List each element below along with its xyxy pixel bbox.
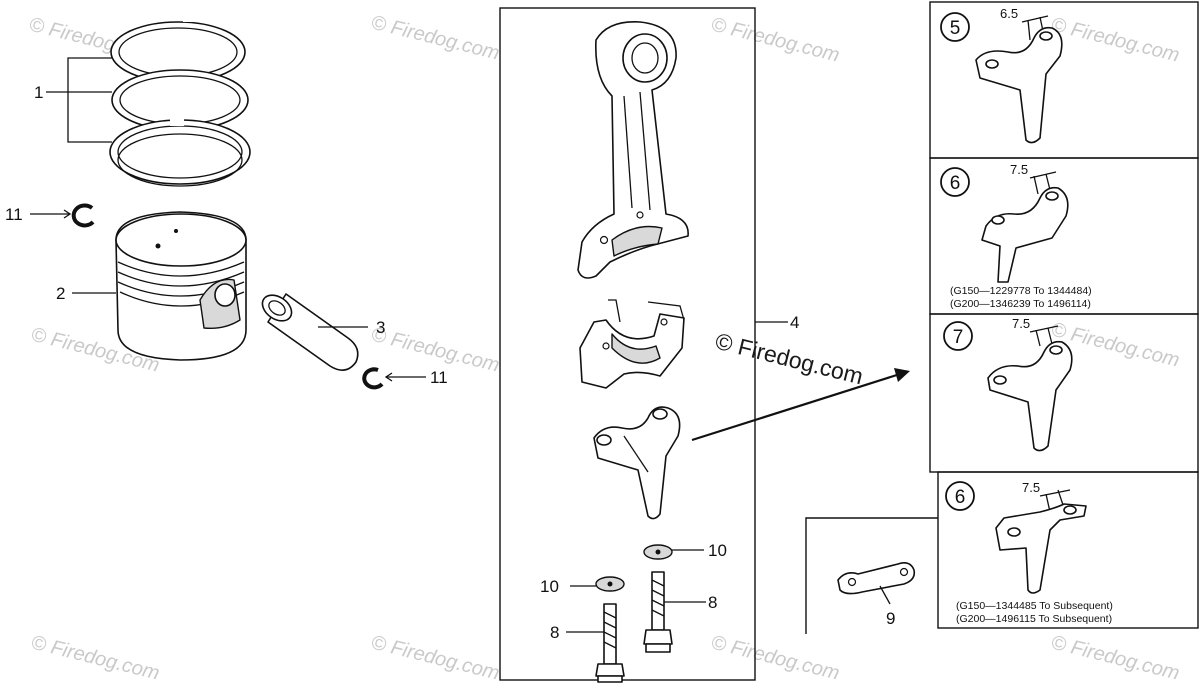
big-end-cap xyxy=(579,299,685,389)
lock-washer-left xyxy=(595,576,625,592)
variant-note-2-line-2: (G200—1346239 To 1496114) xyxy=(950,298,1091,310)
center-watermark: © Firedog.com xyxy=(713,328,866,390)
variant-dimension-3: 7.5 xyxy=(1012,316,1030,331)
watermark-text: © Firedog.com xyxy=(709,14,842,67)
watermark-text: © Firedog.com xyxy=(369,12,502,65)
piston-pin xyxy=(261,293,359,371)
variant-note-4-line-1: (G150—1344485 To Subsequent) xyxy=(956,600,1113,612)
watermark-text: © Firedog.com xyxy=(709,632,842,685)
piston xyxy=(115,211,247,361)
callout-8-left: 8 xyxy=(550,623,559,642)
lock-plate xyxy=(837,562,916,595)
variant-dimension-1: 6.5 xyxy=(1000,6,1018,21)
piston-rings xyxy=(109,14,251,187)
variant-panel-1: 5 6.5 xyxy=(929,1,1199,159)
bolt-right xyxy=(643,571,673,653)
oil-dipper xyxy=(593,406,681,520)
variant-badge-1: 5 xyxy=(950,18,961,39)
variant-badge-3: 7 xyxy=(953,327,964,348)
variant-badge-4: 6 xyxy=(955,487,966,508)
callout-11-right: 11 xyxy=(430,368,448,387)
lock-plate-frame xyxy=(805,517,938,634)
callout-2: 2 xyxy=(56,284,65,303)
callout-4: 4 xyxy=(790,313,799,332)
variant-badge-2: 6 xyxy=(950,173,961,194)
variant-dimension-4: 7.5 xyxy=(1022,480,1040,495)
circlip-left xyxy=(71,203,95,228)
callout-1: 1 xyxy=(34,83,43,102)
watermark-text: © Firedog.com xyxy=(1049,14,1182,67)
callout-8-right: 8 xyxy=(708,593,717,612)
variant-panel-4: 6 7.5 (G150—1344485 To Subsequent) (G200… xyxy=(937,471,1199,629)
connecting-rod xyxy=(577,21,689,279)
watermark-text: © Firedog.com xyxy=(29,632,162,685)
variant-note-4-line-2: (G200—1496115 To Subsequent) xyxy=(956,613,1112,625)
variant-panel-2: 6 7.5 (G150—1229778 To 1344484) (G200—13… xyxy=(929,157,1199,315)
callout-11-left: 11 xyxy=(5,205,23,224)
watermark-text: © Firedog.com xyxy=(369,632,502,685)
callout-9: 9 xyxy=(886,609,895,628)
callout-10-top: 10 xyxy=(708,541,727,560)
variant-note-2-line-1: (G150—1229778 To 1344484) xyxy=(950,285,1092,297)
connecting-rod-frame xyxy=(499,7,756,681)
lock-washer-top xyxy=(643,544,673,560)
callout-3: 3 xyxy=(376,318,385,337)
variant-dimension-2: 7.5 xyxy=(1010,162,1028,177)
callout-10-left: 10 xyxy=(540,577,559,596)
watermark-text: © Firedog.com xyxy=(1049,632,1182,685)
arrow-head-icon xyxy=(894,368,910,382)
circlip-right xyxy=(362,367,384,390)
bolt-left xyxy=(595,603,625,683)
